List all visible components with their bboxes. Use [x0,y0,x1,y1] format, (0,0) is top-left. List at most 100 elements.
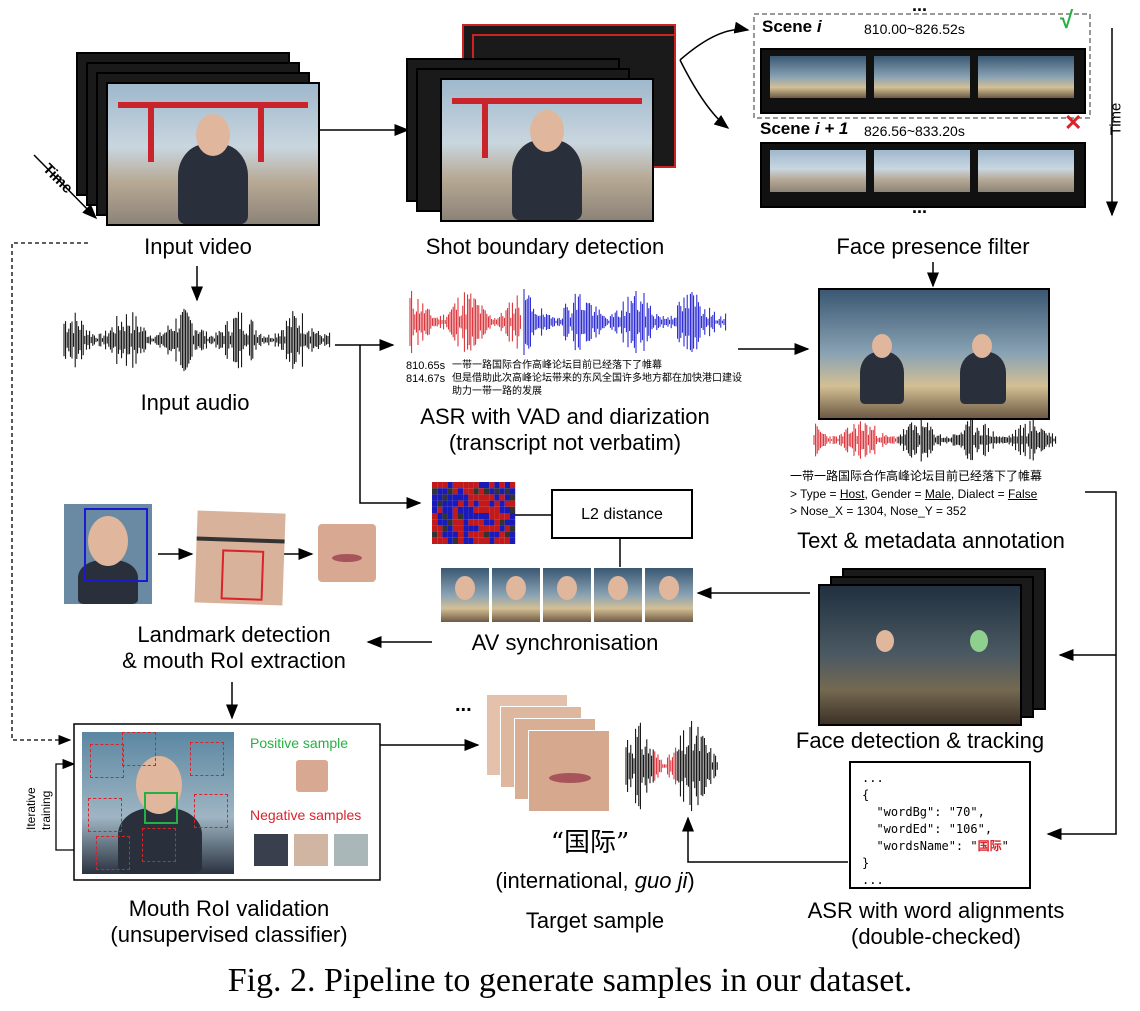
spectrogram-cell [510,525,515,531]
spectrogram-cell [432,488,437,494]
spectrogram-cell [474,519,479,525]
face-presence-label: Face presence filter [808,234,1058,260]
spectrogram-cell [510,482,515,488]
spectrogram-cell [437,488,442,494]
spectrogram-cell [484,488,489,494]
spectrogram-cell [494,501,499,507]
spectrogram-cell [453,494,458,500]
target-sample-label: Target sample [490,908,700,934]
spectrogram-cell [505,525,510,531]
spectrogram-cell [432,494,437,500]
spectrogram-cell [463,494,468,500]
spectrogram-cell [494,538,499,544]
spectrogram-cell [479,507,484,513]
spectrogram-cell [494,482,499,488]
spectrogram-cell [479,488,484,494]
positive-sample-label: Positive sample [250,736,348,750]
asr-waveform-speaker-2 [524,289,726,355]
spectrogram-cell [432,538,437,544]
spectrogram-cell [448,488,453,494]
spectrogram-cell [484,501,489,507]
spectrogram-cell [505,538,510,544]
scene-ellipsis-bottom: ... [912,200,927,214]
spectrogram-cell [510,501,515,507]
spectrogram-cell [448,501,453,507]
shot-boundary-label: Shot boundary detection [400,234,690,260]
spectrogram-cell [453,538,458,544]
spectrogram-cell [479,525,484,531]
spectrogram-cell [448,494,453,500]
asr-vad-label-1: ASR with VAD and diarization [400,404,730,430]
spectrogram-cell [479,519,484,525]
spectrogram-cell [432,501,437,507]
spectrogram-cell [500,532,505,538]
spectrogram-cell [437,507,442,513]
json-snippet: ... { "wordBg": "70", "wordEd": "106", "… [862,770,1009,889]
spectrogram-cell [458,494,463,500]
spectrogram-cell [463,507,468,513]
spectrogram-cell [484,494,489,500]
spectrogram-cell [500,513,505,519]
spectrogram-cell [505,488,510,494]
spectrogram-cell [494,507,499,513]
spectrogram-cell [489,482,494,488]
target-waveform [626,721,717,811]
spectrogram-cell [479,501,484,507]
spectrogram-cell [453,507,458,513]
spectrogram-cell [484,482,489,488]
spectrogram-cell [510,507,515,513]
spectrogram-cell [500,482,505,488]
spectrogram-cell [510,532,515,538]
spectrogram-cell [510,494,515,500]
spectrogram-cell [468,501,473,507]
spectrogram-cell [479,494,484,500]
spectrogram-cell [468,525,473,531]
spectrogram-cell [500,488,505,494]
spectrogram-cell [500,525,505,531]
asr-word-label-2: (double-checked) [786,924,1086,950]
spectrogram-cell [463,501,468,507]
aligned-face-image [194,510,285,605]
spectrogram-cell [479,513,484,519]
spectrogram-cell [437,519,442,525]
spectrogram-cell [468,532,473,538]
negative-sample-1 [254,834,288,866]
mouth-validation-label-2: (unsupervised classifier) [94,922,364,948]
l2-distance-label: L2 distance [552,502,692,528]
spectrogram-cell [463,488,468,494]
spectrogram-cell [484,519,489,525]
arrow-shot-to-scene-i [680,29,748,60]
target-ellipsis: ... [455,698,472,712]
target-meaning: (international, guo ji) [470,868,720,894]
spectrogram-cell [448,538,453,544]
av-sync-label: AV synchronisation [430,630,700,656]
spectrogram-cell [500,501,505,507]
spectrogram-cell [484,507,489,513]
spectrogram-cell [463,538,468,544]
spectrogram-cell [500,519,505,525]
spectrogram-cell [479,532,484,538]
spectrogram-cell [442,488,447,494]
time-label-right: Time [1109,103,1123,136]
spectrogram-cell [458,532,463,538]
spectrogram-cell [453,525,458,531]
validation-image [82,732,234,874]
av-sync-frames [440,567,694,621]
transcript-text-1: 一带一路国际合作高峰论坛目前已经落下了帷幕 [452,359,662,373]
spectrogram-cell [458,519,463,525]
spectrogram-cell [458,501,463,507]
landmark-face-image [64,504,152,604]
spectrogram-cell [437,532,442,538]
spectrogram-cell [442,494,447,500]
transcript-time-2: 814.67s [406,372,445,386]
spectrogram-cell [442,532,447,538]
spectrogram-cell [489,507,494,513]
spectrogram-cell [432,513,437,519]
spectrogram-cell [458,488,463,494]
spectrogram-cell [484,538,489,544]
negative-sample-3 [334,834,368,866]
spectrogram-cell [448,532,453,538]
spectrogram-cell [468,519,473,525]
text-meta-label: Text & metadata annotation [776,528,1086,554]
spectrogram-cell [453,519,458,525]
